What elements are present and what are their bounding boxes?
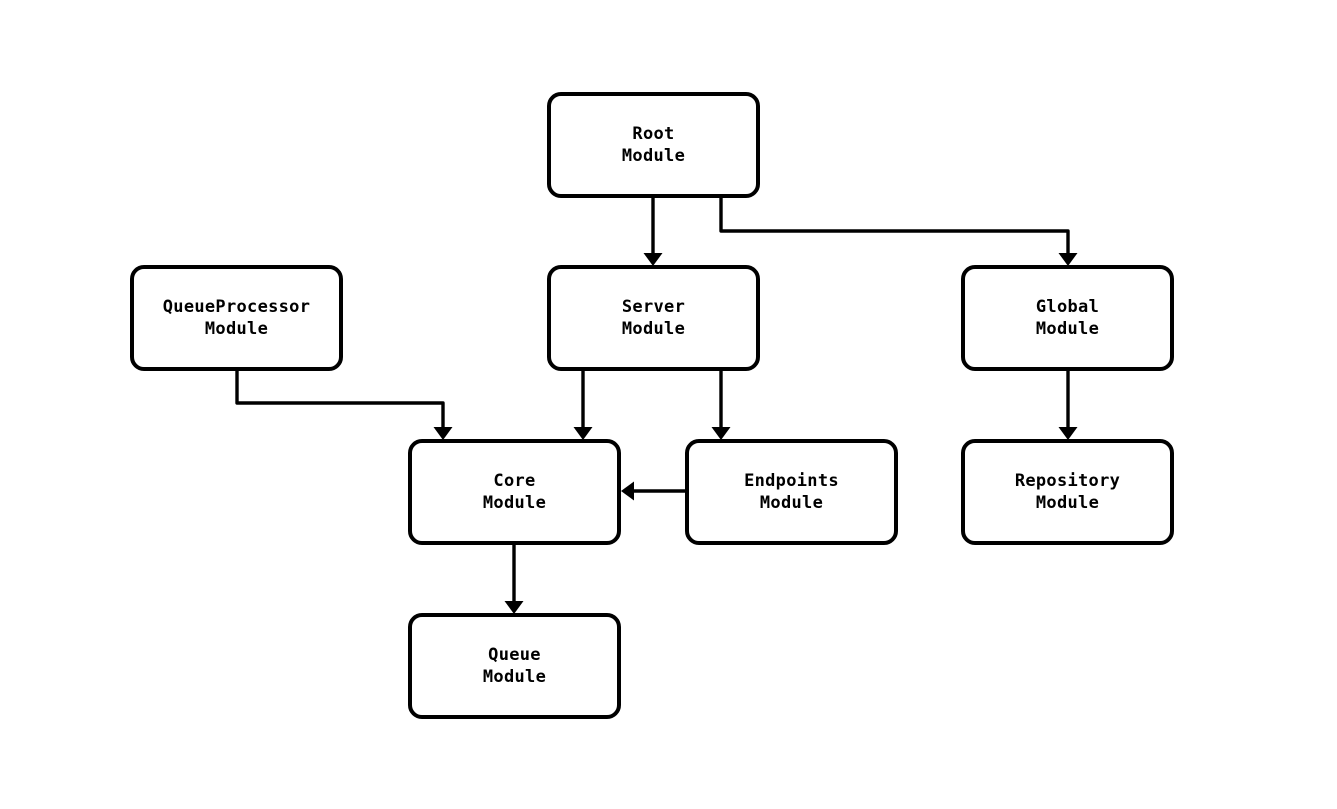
node-box[interactable] [408, 613, 621, 719]
arrowhead-icon [643, 253, 663, 266]
edge-endpoints-to-core [621, 481, 687, 501]
node-label-line2: Module [1036, 319, 1099, 339]
node-label-line2: Module [622, 146, 685, 166]
edge-server-to-endpoints [711, 369, 731, 440]
edge-queueprocessor-to-core [235, 369, 453, 440]
edge-line [235, 369, 445, 431]
node-label-line2: Module [483, 667, 546, 687]
arrowhead-icon [1058, 253, 1078, 266]
node-label-line2: Module [760, 493, 823, 513]
edge-server-to-core [573, 369, 593, 440]
node-label-line1: Root [632, 124, 674, 144]
node-box[interactable] [547, 265, 760, 371]
arrowhead-icon [573, 427, 593, 440]
node-label-line2: Module [1036, 493, 1099, 513]
edge-line [719, 196, 1070, 257]
node-box[interactable] [130, 265, 343, 371]
node-label-line2: Module [205, 319, 268, 339]
edge-root-to-global [719, 196, 1078, 266]
node-box[interactable] [408, 439, 621, 545]
node-box[interactable] [547, 92, 760, 198]
nodes-layer: RootModuleQueueProcessorModuleServerModu… [130, 92, 1174, 719]
node-label-line1: Endpoints [744, 471, 839, 491]
edge-global-to-repository [1058, 369, 1078, 440]
node-label-line1: QueueProcessor [163, 297, 311, 317]
node-label-line1: Global [1036, 297, 1099, 317]
node-box[interactable] [961, 439, 1174, 545]
node-label-line1: Server [622, 297, 685, 317]
node-box[interactable] [961, 265, 1174, 371]
arrowhead-icon [433, 427, 453, 440]
arrowhead-icon [711, 427, 731, 440]
arrowhead-icon [621, 481, 634, 501]
node-label-line1: Repository [1015, 471, 1120, 491]
node-box[interactable] [685, 439, 898, 545]
arrowhead-icon [504, 601, 524, 614]
node-label-line2: Module [483, 493, 546, 513]
edge-core-to-queue [504, 543, 524, 614]
edges-layer [235, 196, 1078, 614]
arrowhead-icon [1058, 427, 1078, 440]
edge-root-to-server [643, 196, 663, 266]
node-label-line1: Core [493, 471, 535, 491]
node-label-line2: Module [622, 319, 685, 339]
node-label-line1: Queue [488, 645, 541, 665]
